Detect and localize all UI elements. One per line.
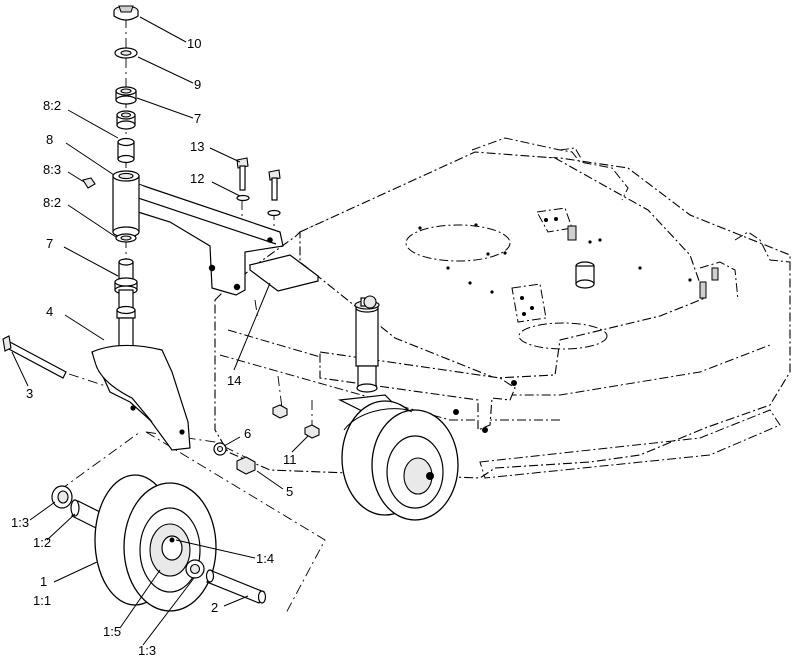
callout-1-3-right: 1:3	[138, 643, 156, 658]
callout-7-upper: 7	[194, 111, 201, 126]
callout-13: 13	[190, 139, 204, 154]
lock-nuts	[272, 404, 320, 439]
lower-bearing-cup	[115, 233, 137, 243]
callout-5: 5	[286, 484, 293, 499]
callout-8-2-upper: 8:2	[43, 98, 61, 113]
grease-fitting	[82, 177, 96, 189]
axle-bolt	[2, 335, 67, 379]
wheel-bearing-right	[185, 559, 205, 579]
callout-1-1: 1:1	[33, 593, 51, 608]
bushing	[117, 137, 135, 164]
callout-8: 8	[46, 132, 53, 147]
callout-12: 12	[190, 171, 204, 186]
exploded-parts	[2, 5, 320, 612]
right-caster-assembly	[319, 295, 517, 521]
mount-bolts	[236, 157, 281, 217]
caster-wheel	[94, 474, 217, 612]
callout-8-3: 8:3	[43, 162, 61, 177]
caster-mount-arm	[112, 170, 284, 296]
callout-6: 6	[244, 426, 251, 441]
callout-7-lower: 7	[46, 236, 53, 251]
mower-deck	[214, 137, 791, 479]
thrust-washer	[114, 47, 138, 59]
dust-cap	[113, 5, 139, 21]
upper-bearing	[115, 86, 137, 105]
callout-2: 2	[211, 600, 218, 615]
callout-8-2-lower: 8:2	[43, 195, 61, 210]
fork-spindle	[114, 258, 138, 351]
upper-bearing-cup	[116, 110, 136, 130]
callout-3: 3	[26, 386, 33, 401]
callout-1-2: 1:2	[33, 535, 51, 550]
callout-14: 14	[227, 373, 241, 388]
callout-10: 10	[187, 36, 201, 51]
callout-1: 1	[40, 574, 47, 589]
callout-4: 4	[46, 304, 53, 319]
axle-washer-nut	[213, 442, 256, 475]
axle-spacer	[205, 569, 267, 604]
callout-11: 11	[283, 452, 297, 467]
callout-1-4: 1:4	[256, 551, 274, 566]
wheel-bearing-left	[51, 485, 73, 509]
callout-9: 9	[194, 77, 201, 92]
callout-1-5: 1:5	[103, 624, 121, 639]
callout-labels: 10 9 7 8:2 8 13 12 8:3 8:2 7 4 3 14 6 11…	[11, 36, 297, 658]
caster-fork	[91, 344, 191, 451]
callout-leaders	[11, 16, 309, 646]
callout-1-3-left: 1:3	[11, 515, 29, 530]
shim-plate	[248, 254, 320, 292]
